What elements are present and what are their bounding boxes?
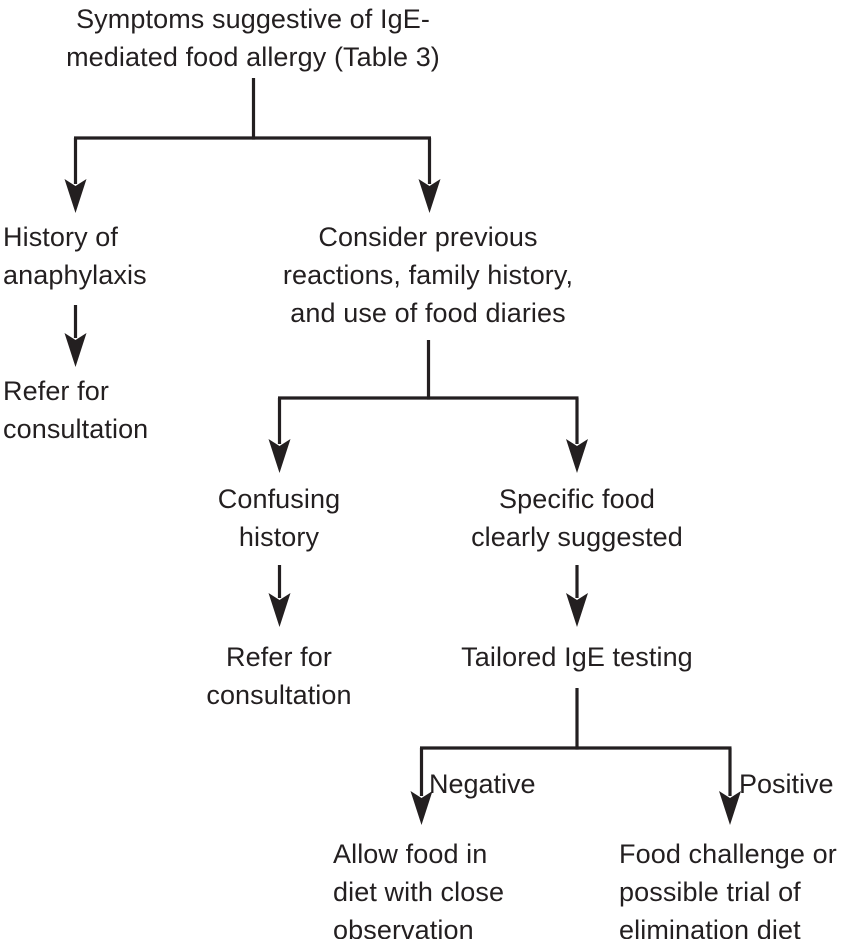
node-symptoms-title: Symptoms suggestive of IgE- mediated foo… <box>66 4 440 72</box>
arrowhead-to-food-challenge <box>719 791 741 825</box>
arrowhead-to-specific-food <box>566 439 588 473</box>
arrowhead-to-confusing-history <box>268 439 291 473</box>
edge-label-positive: Positive <box>739 769 834 799</box>
node-food-challenge-elimination-diet: Food challenge or possible trial of elim… <box>619 839 837 939</box>
node-specific-food-clearly-suggested: Specific food clearly suggested <box>471 484 683 552</box>
arrowhead-to-refer-consultation-mid <box>268 593 291 627</box>
node-confusing-history: Confusing history <box>217 484 341 552</box>
node-refer-for-consultation-mid: Refer for consultation <box>206 642 352 710</box>
arrowhead-to-allow-food <box>410 791 433 825</box>
node-refer-for-consultation-left: Refer for consultation <box>3 376 149 444</box>
node-consider-previous-reactions: Consider previous reactions, family hist… <box>282 222 574 328</box>
arrowhead-to-refer-consultation-left <box>64 333 87 367</box>
arrowhead-to-tailored-ige-testing <box>566 593 588 627</box>
node-history-of-anaphylaxis: History of anaphylaxis <box>3 222 147 290</box>
node-allow-food-in-diet: Allow food in diet with close observatio… <box>333 839 505 939</box>
edge-label-negative: Negative <box>429 769 536 799</box>
arrowhead-to-consider-previous <box>418 179 441 213</box>
arrowhead-to-history-anaphylaxis <box>64 179 87 213</box>
node-tailored-ige-testing: Tailored IgE testing <box>461 642 693 672</box>
